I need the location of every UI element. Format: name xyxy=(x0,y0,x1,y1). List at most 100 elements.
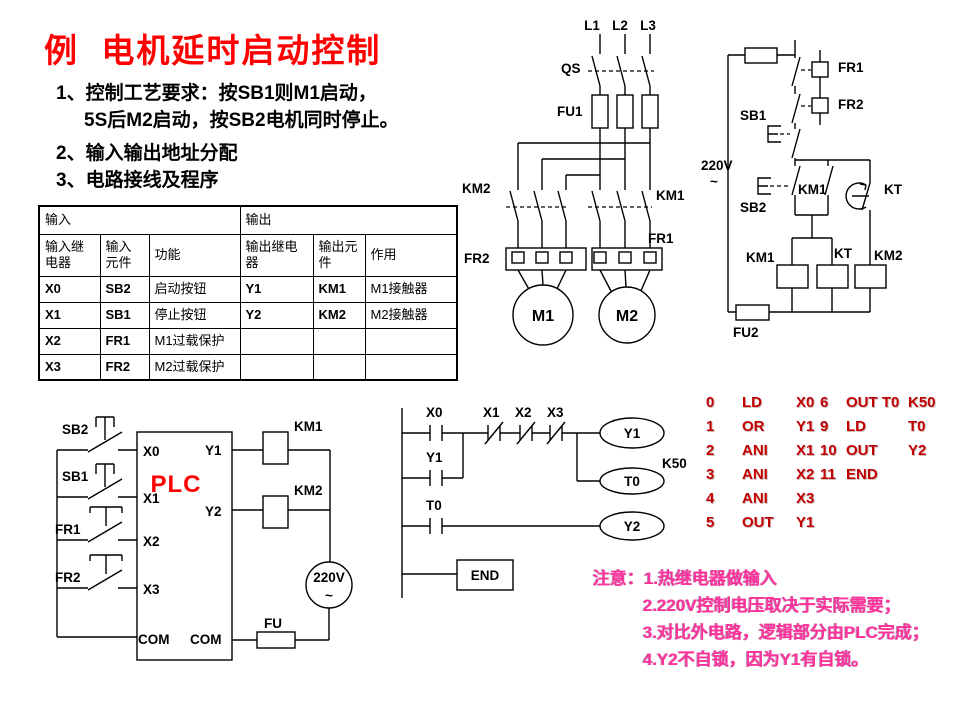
plc-com-left: COM xyxy=(138,632,170,647)
cell xyxy=(312,327,366,355)
plc-y2: Y2 xyxy=(205,504,222,519)
rung-2 xyxy=(402,511,665,541)
motor-m1 xyxy=(512,284,574,346)
col-header: 输出元件 xyxy=(312,233,366,277)
fr2-input-contact xyxy=(57,554,137,591)
sb2-label: SB2 xyxy=(740,200,766,215)
plc-x2: X2 xyxy=(143,534,160,549)
sb1-stop-button xyxy=(767,125,801,160)
table-header-input: 输入 xyxy=(38,205,241,235)
fu-label: FU xyxy=(264,616,282,631)
t0-coil-branch xyxy=(576,433,665,495)
y1-coil-label: Y1 xyxy=(624,426,641,441)
note-item: 4.Y2不自锁，因为Y1有自锁。 xyxy=(643,650,869,669)
cell: X3 xyxy=(38,353,101,381)
kt-coil-label: KT xyxy=(834,246,853,261)
phase-crossover-wires xyxy=(517,128,651,190)
cell: X2 xyxy=(38,327,101,355)
fu1-fuses xyxy=(591,94,659,129)
col-header: 输出继电器 xyxy=(239,233,314,277)
ac-tilde: ~ xyxy=(710,174,718,189)
plc-box xyxy=(136,431,233,661)
y2-coil-label: Y2 xyxy=(624,519,641,534)
km2-label: KM2 xyxy=(462,181,491,196)
end-label: END xyxy=(471,568,500,583)
fr1-input-contact xyxy=(57,506,137,543)
requirement-line-1: 1、控制工艺要求：按SB1则M1启动， xyxy=(56,83,377,104)
cell: SB2 xyxy=(99,275,150,303)
k50-label: K50 xyxy=(662,456,687,471)
note-prefix: 注意： xyxy=(593,569,644,588)
fu2-label: FU2 xyxy=(733,325,759,340)
sb2-input-contact xyxy=(57,416,137,453)
ac-source xyxy=(305,450,353,640)
cell xyxy=(239,353,314,381)
km1-coil xyxy=(776,264,809,289)
plc-y1: Y1 xyxy=(205,443,222,458)
plc-x3: X3 xyxy=(143,582,160,597)
table-row: X1 SB1 停止按钮 Y2 KM2 M2接触器 xyxy=(38,301,458,329)
km1-label: KM1 xyxy=(294,419,323,434)
fr1-label: FR1 xyxy=(838,60,864,75)
y1-contact-label: Y1 xyxy=(426,450,443,465)
plc-title: PLC xyxy=(151,471,202,498)
cell: KM1 xyxy=(312,275,366,303)
source-ac-tilde: ~ xyxy=(325,588,333,603)
table-row: X3 FR2 M2过载保护 xyxy=(38,353,458,381)
notes-block: 注意：1.热继电器做输入 2.220V控制电压取决于实际需要； 3.对比外电路，… xyxy=(593,565,960,673)
kt-coil xyxy=(816,264,849,289)
cell: FR2 xyxy=(99,353,150,381)
t0-contact-label: T0 xyxy=(426,498,442,513)
cell: KM2 xyxy=(312,301,366,329)
cell: Y1 xyxy=(239,275,314,303)
rung-1 xyxy=(402,417,665,449)
note-item: 2.220V控制电压取决于实际需要； xyxy=(643,596,901,615)
plc-com-right: COM xyxy=(190,632,222,647)
ladder-diagram: X0 X1 X2 X3 Y1 Y1 K50 T0 T0 Y2 END xyxy=(401,405,687,598)
plc-x1: X1 xyxy=(143,491,160,506)
fr2-label: FR2 xyxy=(464,251,490,266)
m2-feed-wires xyxy=(599,269,651,294)
fr1-overload-relay xyxy=(591,247,663,271)
cell: M2接触器 xyxy=(364,301,458,329)
rung-end xyxy=(402,559,514,591)
io-assignment-table: 输入 输出 输入继电器 输入元件 功能 输出继电器 输出元件 作用 X0 SB2… xyxy=(38,205,458,381)
phase-l1-label: L1 xyxy=(584,18,600,33)
sb1-label: SB1 xyxy=(62,469,89,484)
qs-label: QS xyxy=(561,61,581,76)
km2-coil-label: KM2 xyxy=(874,248,903,263)
y1-seal-branch xyxy=(402,433,464,486)
fu1-label: FU1 xyxy=(557,104,583,119)
fu-fuse xyxy=(232,631,329,649)
km1-output-coil xyxy=(232,431,330,465)
sb1-label: SB1 xyxy=(740,108,767,123)
cell: M1过载保护 xyxy=(148,327,241,355)
col-header: 输入元件 xyxy=(99,233,150,277)
x3-contact-label: X3 xyxy=(547,405,564,420)
km2-main-contacts xyxy=(506,190,568,248)
col-header: 作用 xyxy=(364,233,458,277)
kt-delay-contact xyxy=(845,160,871,265)
km2-coil xyxy=(854,264,887,289)
motor-m2 xyxy=(598,286,656,344)
col-header: 输入继电器 xyxy=(38,233,101,277)
note-item: 3.对比外电路，逻辑部分由PLC完成； xyxy=(643,623,930,642)
km1-contact-label: KM1 xyxy=(798,182,827,197)
table-row: X2 FR1 M1过载保护 xyxy=(38,327,458,355)
cell: M1接触器 xyxy=(364,275,458,303)
fr2-nc-contact xyxy=(791,93,829,129)
qs-disconnect-switch xyxy=(588,34,654,95)
phase-l2-label: L2 xyxy=(612,18,628,33)
km1-holding-contact xyxy=(824,160,834,215)
